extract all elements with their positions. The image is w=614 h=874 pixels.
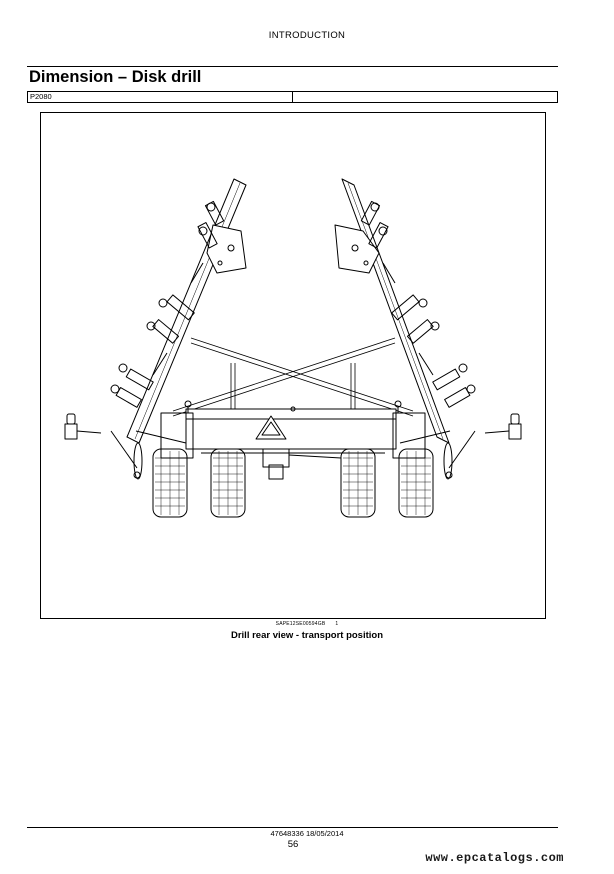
figure-reference-number: 1 (335, 621, 339, 627)
figure-frame (40, 112, 546, 619)
figure-caption: Drill rear view - transport position (230, 630, 384, 641)
document-code: 47648336 18/05/2014 (270, 829, 344, 838)
figure-reference-code: SAPE12SE00594GB (275, 621, 326, 627)
side-lights (64, 413, 522, 440)
left-wing (110, 178, 247, 444)
title-rule (27, 66, 558, 67)
cross-bracing (172, 337, 414, 417)
figure-reference: SAPE12SE00594GB 1 (0, 621, 614, 627)
running-head: INTRODUCTION (268, 30, 346, 41)
model-table: P2080 (27, 91, 558, 103)
main-frame (135, 400, 451, 459)
watermark-link[interactable]: www.epcatalogs.com (425, 851, 564, 865)
smv-triangle (255, 415, 287, 440)
left-wing-openers (110, 200, 225, 408)
model-cell-right (292, 92, 557, 102)
page-title: Dimension – Disk drill (29, 68, 202, 86)
centre-hitch (262, 448, 342, 480)
model-cell-left: P2080 (30, 92, 52, 101)
page-number: 56 (287, 839, 299, 850)
right-wing-openers (360, 200, 476, 408)
disk-drill-rear-view-drawing (64, 178, 522, 518)
tires (152, 448, 434, 518)
right-wing (334, 178, 476, 444)
outer-linkages (110, 430, 476, 480)
footer-rule (27, 827, 558, 828)
